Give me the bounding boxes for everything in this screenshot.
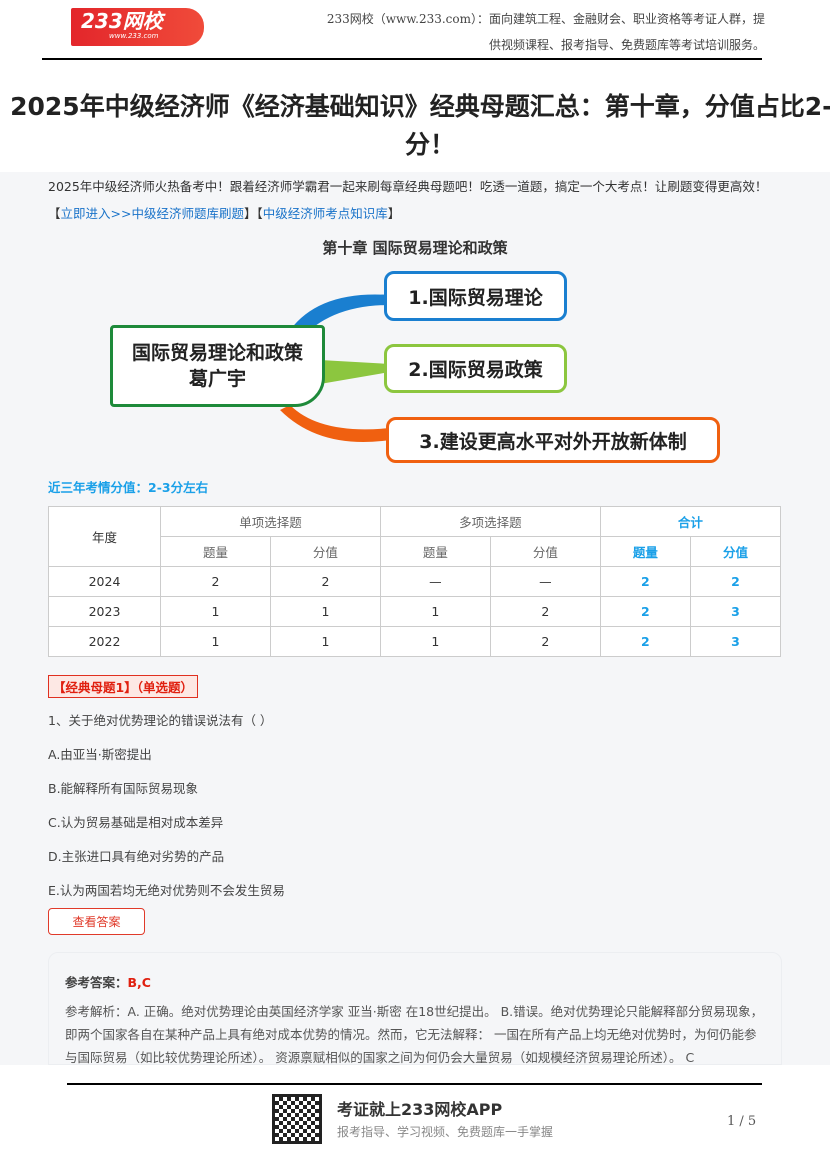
value-cell: 2 [160,566,271,597]
option-c: C.认为贸易基础是相对成本差异 [48,815,224,830]
qr-code [272,1094,322,1144]
logo-text: 233网校 [81,9,163,33]
mindmap-caption: 第十章 国际贸易理论和政策 [322,239,508,257]
footer-rule [67,1083,762,1085]
value-cell: — [489,566,601,597]
sub-header: 题量 [599,536,691,567]
view-answer-button[interactable]: 查看答案 [48,908,145,935]
year-cell: 2024 [48,566,161,597]
answer-label: 参考答案： [65,975,128,990]
value-cell: 1 [160,626,271,657]
tagline-line2: 供视频课程、报考指导、免费题库等考试培训服务。 [488,38,765,52]
logo-url: www.233.com [109,32,159,40]
score-note: 近三年考情分值：2-3分左右 [48,480,209,495]
question-tag: 【经典母题1】（单选题） [48,675,198,698]
option-b: B.能解释所有国际贸易现象 [48,781,199,796]
sub-header: 题量 [379,536,491,567]
value-cell: 2 [599,566,691,597]
center-author: 葛广宇 [188,368,246,390]
option-a: A.由亚当·斯密提出 [48,747,152,762]
group-header: 多项选择题 [379,506,601,537]
intro-text: 2025年中级经济师火热备考中！跟着经济师学霸君一起来刷每章经典母题吧！吃透一道… [48,179,768,194]
branch-label: 3.建设更高水平对外开放新体制 [419,430,687,453]
value-cell: 1 [269,596,381,627]
bracket: 】 [387,206,401,221]
sub-header: 分值 [689,536,782,567]
value-cell: 3 [689,626,782,657]
connector-3 [280,405,390,442]
sub-header: 分值 [269,536,381,567]
mindmap-branch-1: 1.国际贸易理论 [384,271,567,321]
question-bank-link[interactable]: 立即进入>>中级经济师题库刷题 [60,206,244,221]
value-cell: 2 [269,566,381,597]
group-header: 单项选择题 [160,506,381,537]
connector-2 [320,360,390,384]
option-e: E.认为两国若均无绝对优势则不会发生贸易 [48,883,285,898]
center-title: 国际贸易理论和政策 [131,342,303,364]
page-number: 1 / 5 [727,1114,757,1129]
group-header: 合计 [599,506,782,537]
tagline-line1: 233网校（www.233.com）：面向建筑工程、金融财会、职业资格等考证人群… [326,12,765,26]
app-promo-sub: 报考指导、学习视频、免费题库一手掌握 [337,1125,554,1139]
mindmap-branch-2: 2.国际贸易政策 [384,344,567,393]
year-cell: 2023 [48,596,161,627]
value-cell: — [379,566,491,597]
knowledge-base-link[interactable]: 中级经济师考点知识库 [262,206,388,221]
logo[interactable]: 233网校 www.233.com [71,8,204,46]
value-cell: 2 [489,626,601,657]
answer-value: B,C [127,975,151,990]
value-cell: 2 [599,626,691,657]
value-cell: 2 [689,566,782,597]
header-rule [42,58,762,60]
value-cell: 2 [489,596,601,627]
mindmap-connectors [280,294,390,442]
option-d: D.主张进口具有绝对劣势的产品 [48,849,225,864]
intro-paragraph: 2025年中级经济师火热备考中！跟着经济师学霸君一起来刷每章经典母题吧！吃透一道… [48,173,788,227]
branch-label: 1.国际贸易理论 [408,286,543,309]
branch-label: 2.国际贸易政策 [408,359,543,381]
value-cell: 1 [379,626,491,657]
question-stem: 1、关于绝对优势理论的错误说法有（ ） [48,713,273,728]
answer-panel: 参考答案：B,C 参考解析：A. 正确。绝对优势理论由英国经济学家 亚当·斯密 … [48,952,782,1065]
app-promo: 考证就上233网校APP [337,1100,503,1119]
mindmap-center-node: 国际贸易理论和政策 葛广宇 [110,325,325,407]
mindmap-branch-3: 3.建设更高水平对外开放新体制 [386,417,720,463]
value-cell: 2 [599,596,691,627]
bracket: 【 [48,206,61,221]
value-cell: 3 [689,596,782,627]
bracket: 】【 [243,206,263,221]
year-header: 年度 [48,506,161,567]
page-title: 2025年中级经济师《经济基础知识》经典母题汇总：第十章，分值占比2-3分！ [10,92,830,159]
value-cell: 1 [269,626,381,657]
value-cell: 1 [160,596,271,627]
year-cell: 2022 [48,626,161,657]
score-table: 年度 单项选择题 多项选择题 合计 题量 分值 题量 分值 题量 分值 2024… [48,506,782,657]
sub-header: 题量 [160,536,271,567]
sub-header: 分值 [489,536,601,567]
answer-analysis: 参考解析：A. 正确。绝对优势理论由英国经济学家 亚当·斯密 在18世纪提出。 … [65,1004,764,1065]
value-cell: 1 [379,596,491,627]
header-tagline: 233网校（www.233.com）：面向建筑工程、金融财会、职业资格等考证人群… [260,6,765,58]
connector-1 [290,294,390,340]
